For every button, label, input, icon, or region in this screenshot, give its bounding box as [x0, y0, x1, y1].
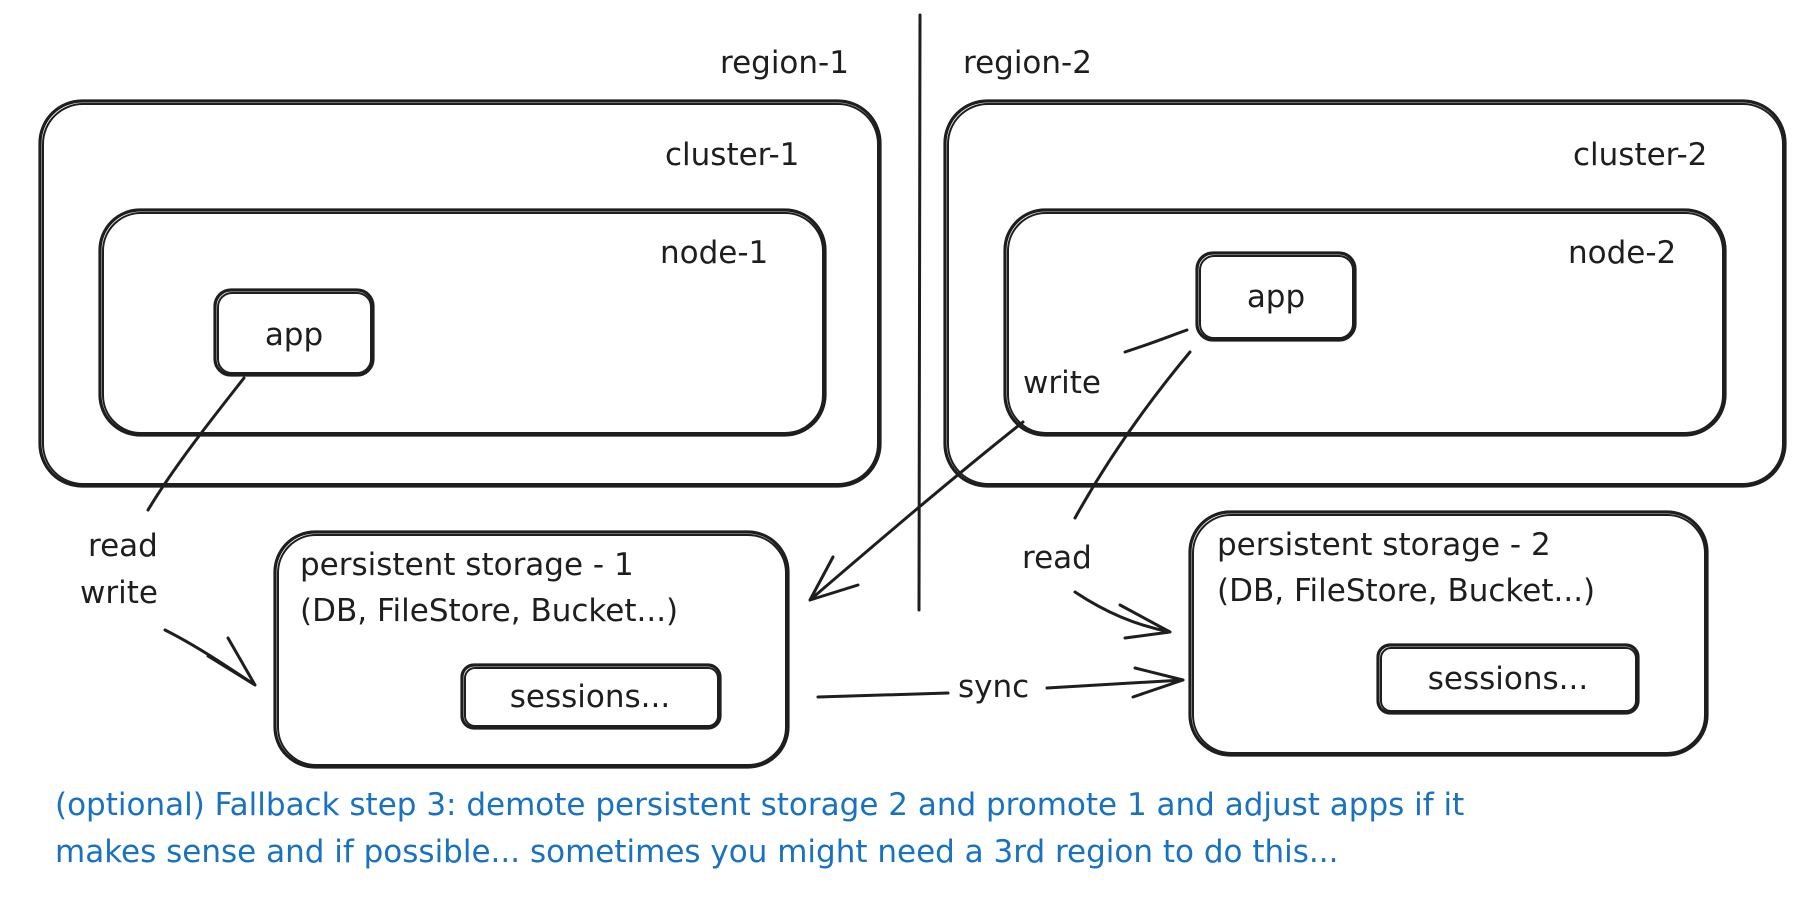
storage-1-subtitle: (DB, FileStore, Bucket...)	[300, 593, 678, 629]
sync-edge-arrow	[1045, 666, 1185, 699]
sync-edge-line-left	[816, 691, 950, 699]
app-1-box	[213, 288, 375, 377]
storage-2-subtitle: (DB, FileStore, Bucket...)	[1217, 573, 1595, 609]
storage-2-box	[1188, 510, 1709, 757]
fallback-note-line-1: (optional) Fallback step 3: demote persi…	[55, 787, 1464, 823]
fallback-note-line-2: makes sense and if possible... sometimes…	[55, 834, 1338, 870]
region-divider	[917, 13, 922, 612]
storage-1-box	[273, 530, 790, 769]
node-1-label: node-1	[660, 235, 768, 271]
app1-read-label: read	[88, 528, 158, 564]
region-1-label: region-1	[720, 45, 849, 81]
app2-write-label: write	[1023, 365, 1101, 401]
region-2-label: region-2	[963, 45, 1092, 81]
node-2-label: node-2	[1568, 235, 1676, 271]
node-1-box	[98, 208, 827, 437]
storage-2-title: persistent storage - 2	[1217, 527, 1551, 563]
app-1-label: app	[265, 317, 323, 353]
app2-storage1-arrow	[808, 420, 1025, 602]
cluster-2-box	[943, 99, 1787, 488]
app2-write-edge-tail	[1123, 328, 1189, 354]
app2-storage2-arrow	[1073, 590, 1172, 640]
storage-1-title: persistent storage - 1	[300, 547, 634, 583]
app-2-label: app	[1247, 279, 1305, 315]
app1-write-label: write	[80, 575, 158, 611]
app1-storage1-arrow	[163, 628, 257, 687]
cluster-2-label: cluster-2	[1573, 137, 1707, 173]
app2-read-label: read	[1022, 540, 1092, 576]
node-2-box	[1003, 208, 1727, 437]
storage-1-sessions-box	[460, 663, 722, 730]
storage-1-sessions-label: sessions...	[510, 679, 670, 715]
sync-label: sync	[958, 669, 1029, 705]
cluster-1-label: cluster-1	[665, 137, 799, 173]
app-2-box	[1195, 251, 1357, 342]
storage-2-sessions-label: sessions...	[1428, 661, 1588, 697]
storage-2-sessions-box	[1376, 643, 1640, 715]
cluster-1-box	[38, 99, 882, 488]
app1-storage1-edge-line	[146, 376, 246, 512]
app2-storage2-edge-line	[1073, 350, 1192, 520]
